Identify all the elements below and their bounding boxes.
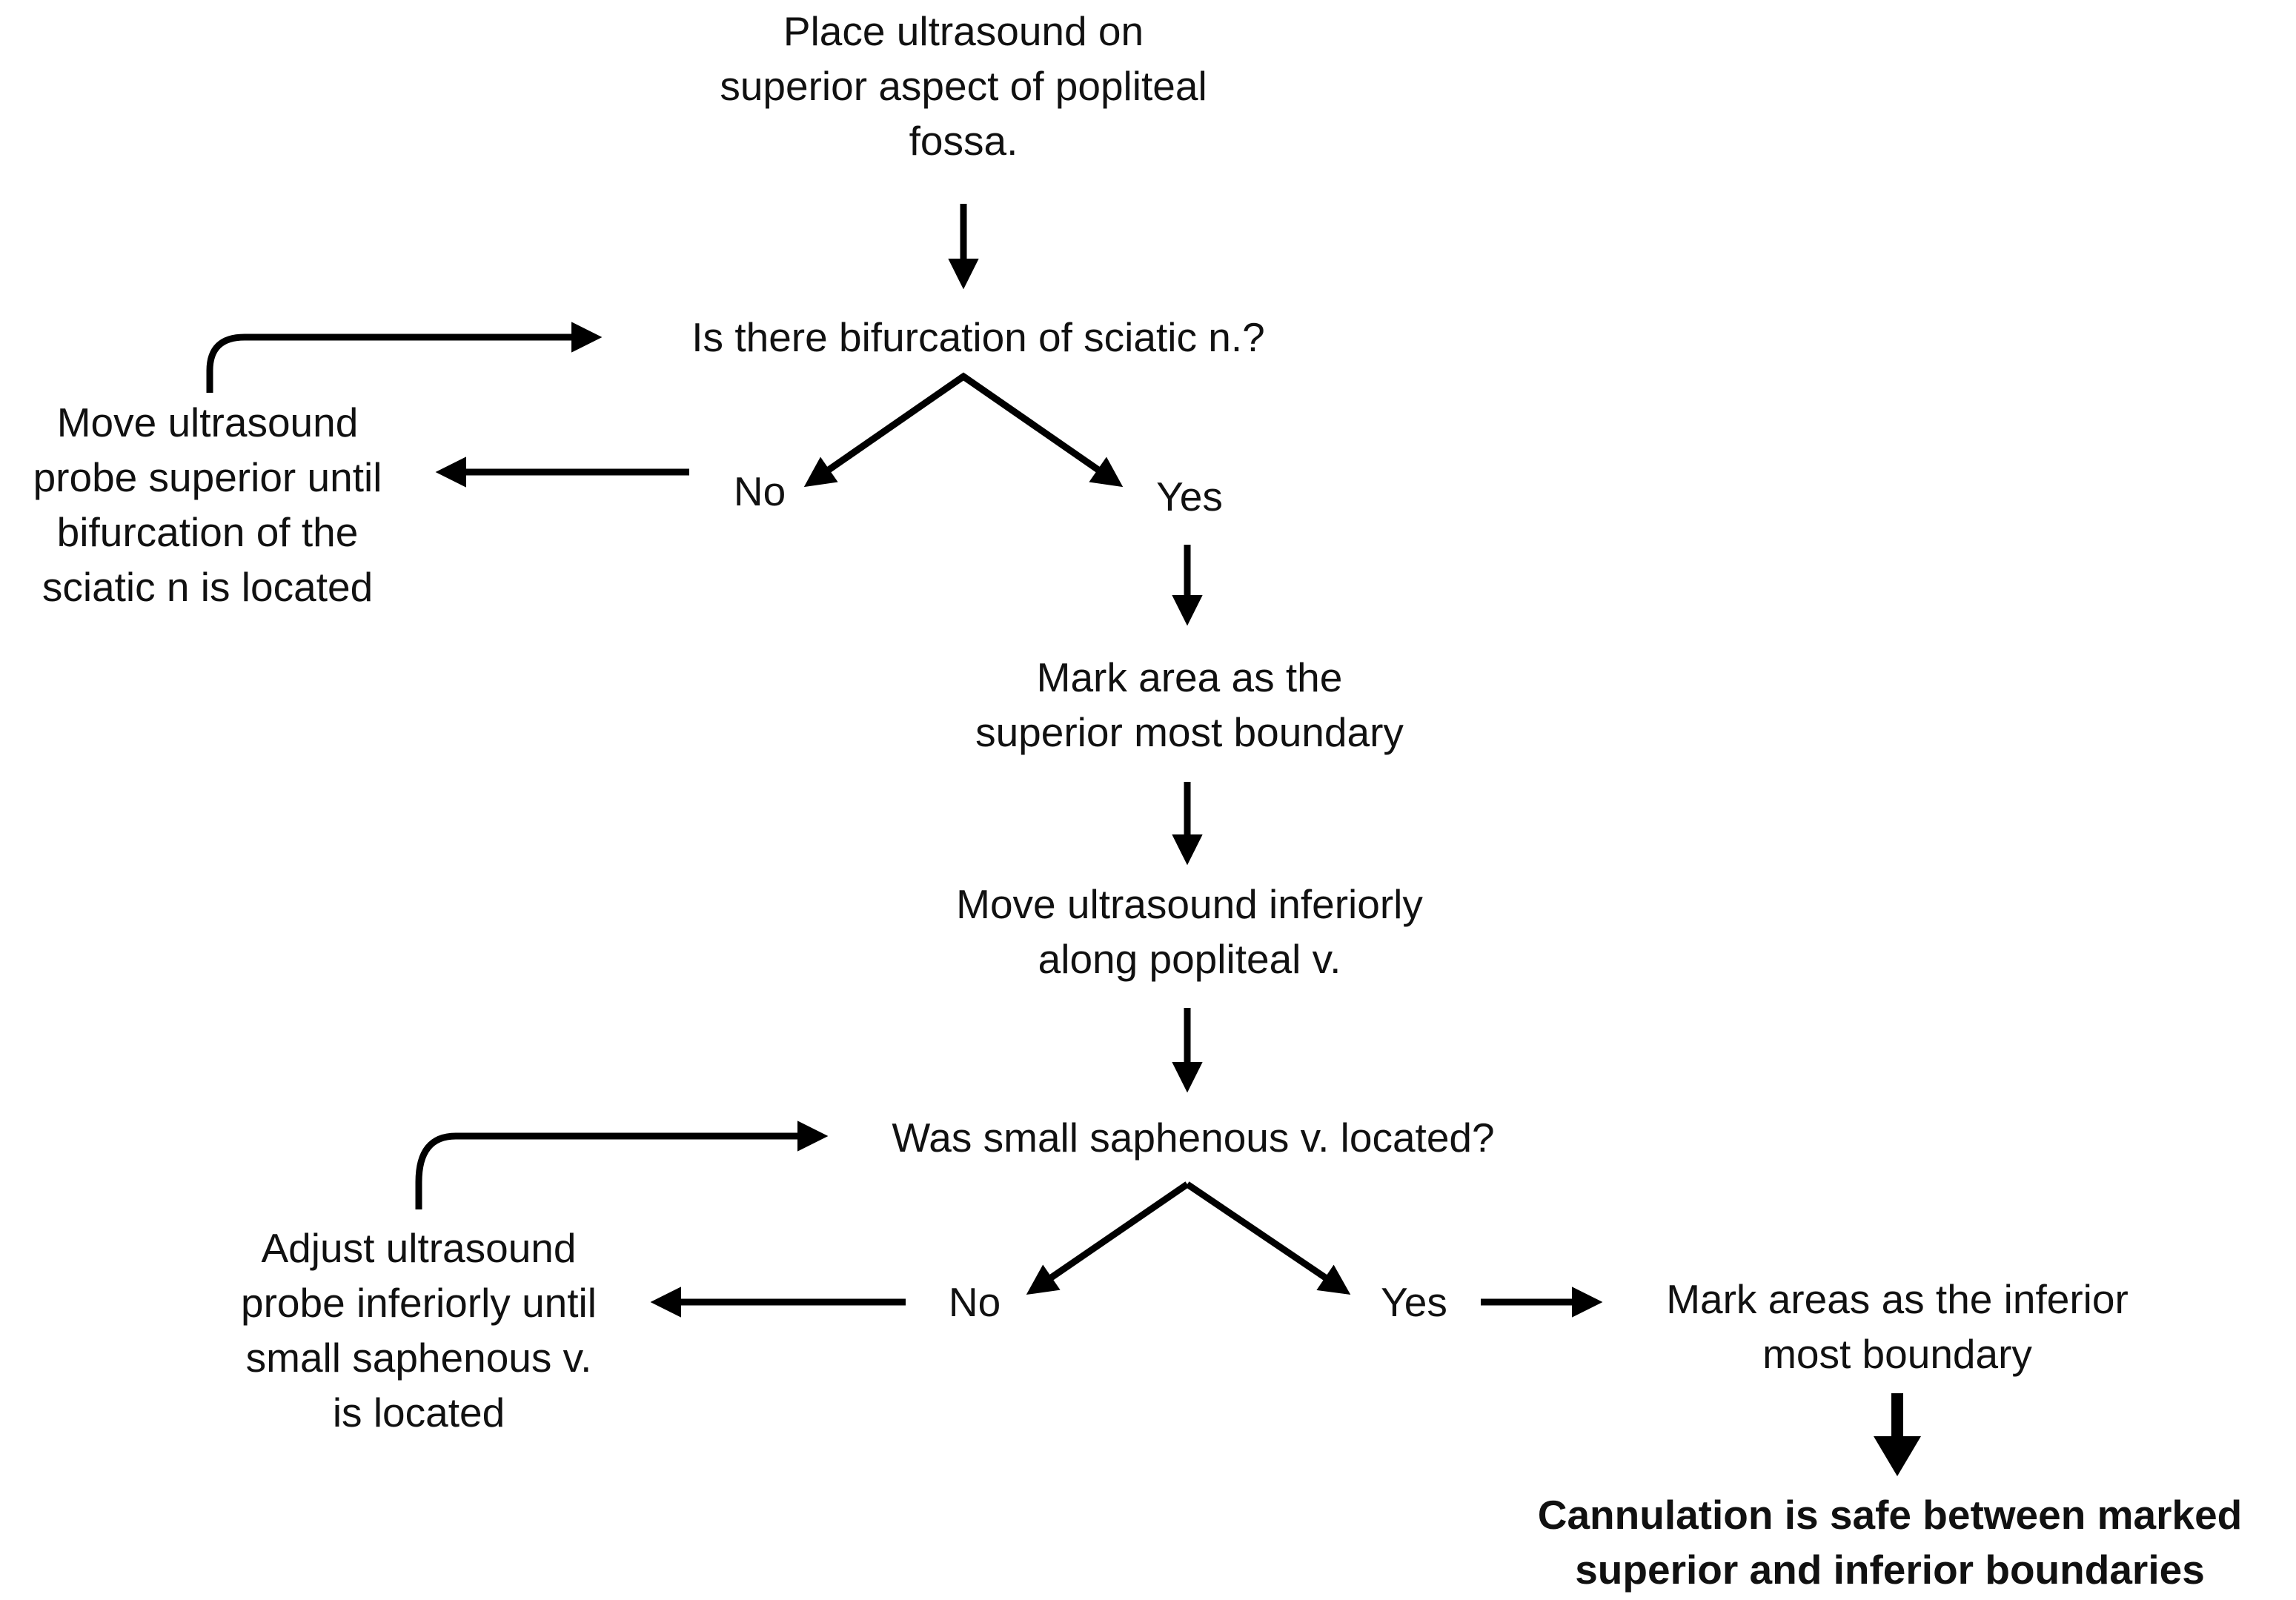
decision-small-saphenous-no: No (948, 1279, 1001, 1325)
arrow-q2-to-no (1026, 1181, 1190, 1295)
decision-small-saphenous-yes: Yes (1381, 1279, 1447, 1325)
arrow-loop-to-q1 (206, 322, 603, 393)
decision-bifurcation: Is there bifurcation of sciatic n.? (691, 314, 1265, 360)
arrow-q1-to-yes (961, 374, 1124, 488)
arrow-q2-to-yes (1185, 1181, 1351, 1295)
decision-bifurcation-yes: Yes (1156, 474, 1223, 519)
decision-small-saphenous: Was small saphenous v. located? (892, 1115, 1495, 1161)
arrow-q1-split-apex (809, 372, 1118, 485)
arrow-mark-inferior-to-result (1874, 1393, 1921, 1476)
arrow-q1-to-no (803, 374, 966, 488)
decision-bifurcation-no: No (733, 468, 786, 514)
arrow-loop-to-q2 (415, 1121, 829, 1209)
